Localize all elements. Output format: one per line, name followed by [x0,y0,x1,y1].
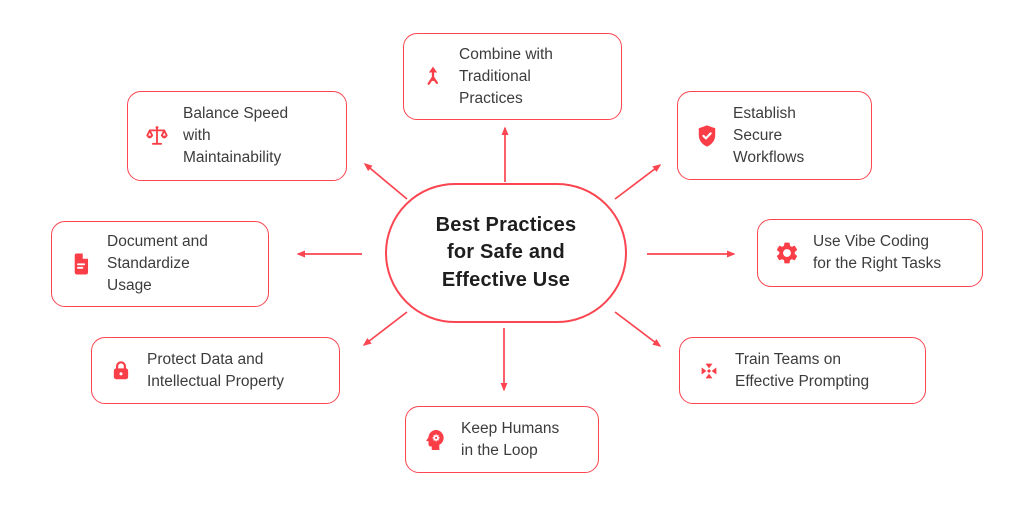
document-icon [68,251,94,277]
node-label: Combine with Traditional Practices [459,45,553,107]
node-label: Use Vibe Coding for the Right Tasks [813,233,942,272]
node-label: Document and Standardize Usage [107,233,208,294]
node-document-standardize: Document and Standardize Usage [51,221,269,307]
node-vibe-coding: Use Vibe Coding for the Right Tasks [757,219,983,287]
node-train-teams: Train Teams on Effective Prompting [679,337,926,404]
node-combine-traditional: Combine with Traditional Practices [403,33,622,120]
merge-arrow-icon [420,64,446,90]
node-balance-speed: Balance Speed with Maintainability [127,91,347,181]
node-label: Keep Humans in the Loop [461,419,560,459]
balance-scale-icon [144,123,170,149]
node-label: Train Teams on Effective Prompting [735,350,870,390]
node-label: Establish Secure Workflows [733,104,805,166]
central-node: Best Practices for Safe and Effective Us… [385,183,627,323]
node-secure-workflows: Establish Secure Workflows [677,91,872,180]
head-gear-icon [422,427,448,453]
lock-icon [108,358,134,384]
gear-icon [774,240,800,266]
node-label: Protect Data and Intellectual Property [147,350,284,390]
node-protect-data: Protect Data and Intellectual Property [91,337,340,404]
central-node-title: Best Practices for Safe and Effective Us… [435,213,577,291]
compress-arrows-icon [696,358,722,384]
node-label: Balance Speed with Maintainability [183,105,289,166]
node-humans-in-loop: Keep Humans in the Loop [405,406,599,473]
shield-check-icon [694,123,720,149]
